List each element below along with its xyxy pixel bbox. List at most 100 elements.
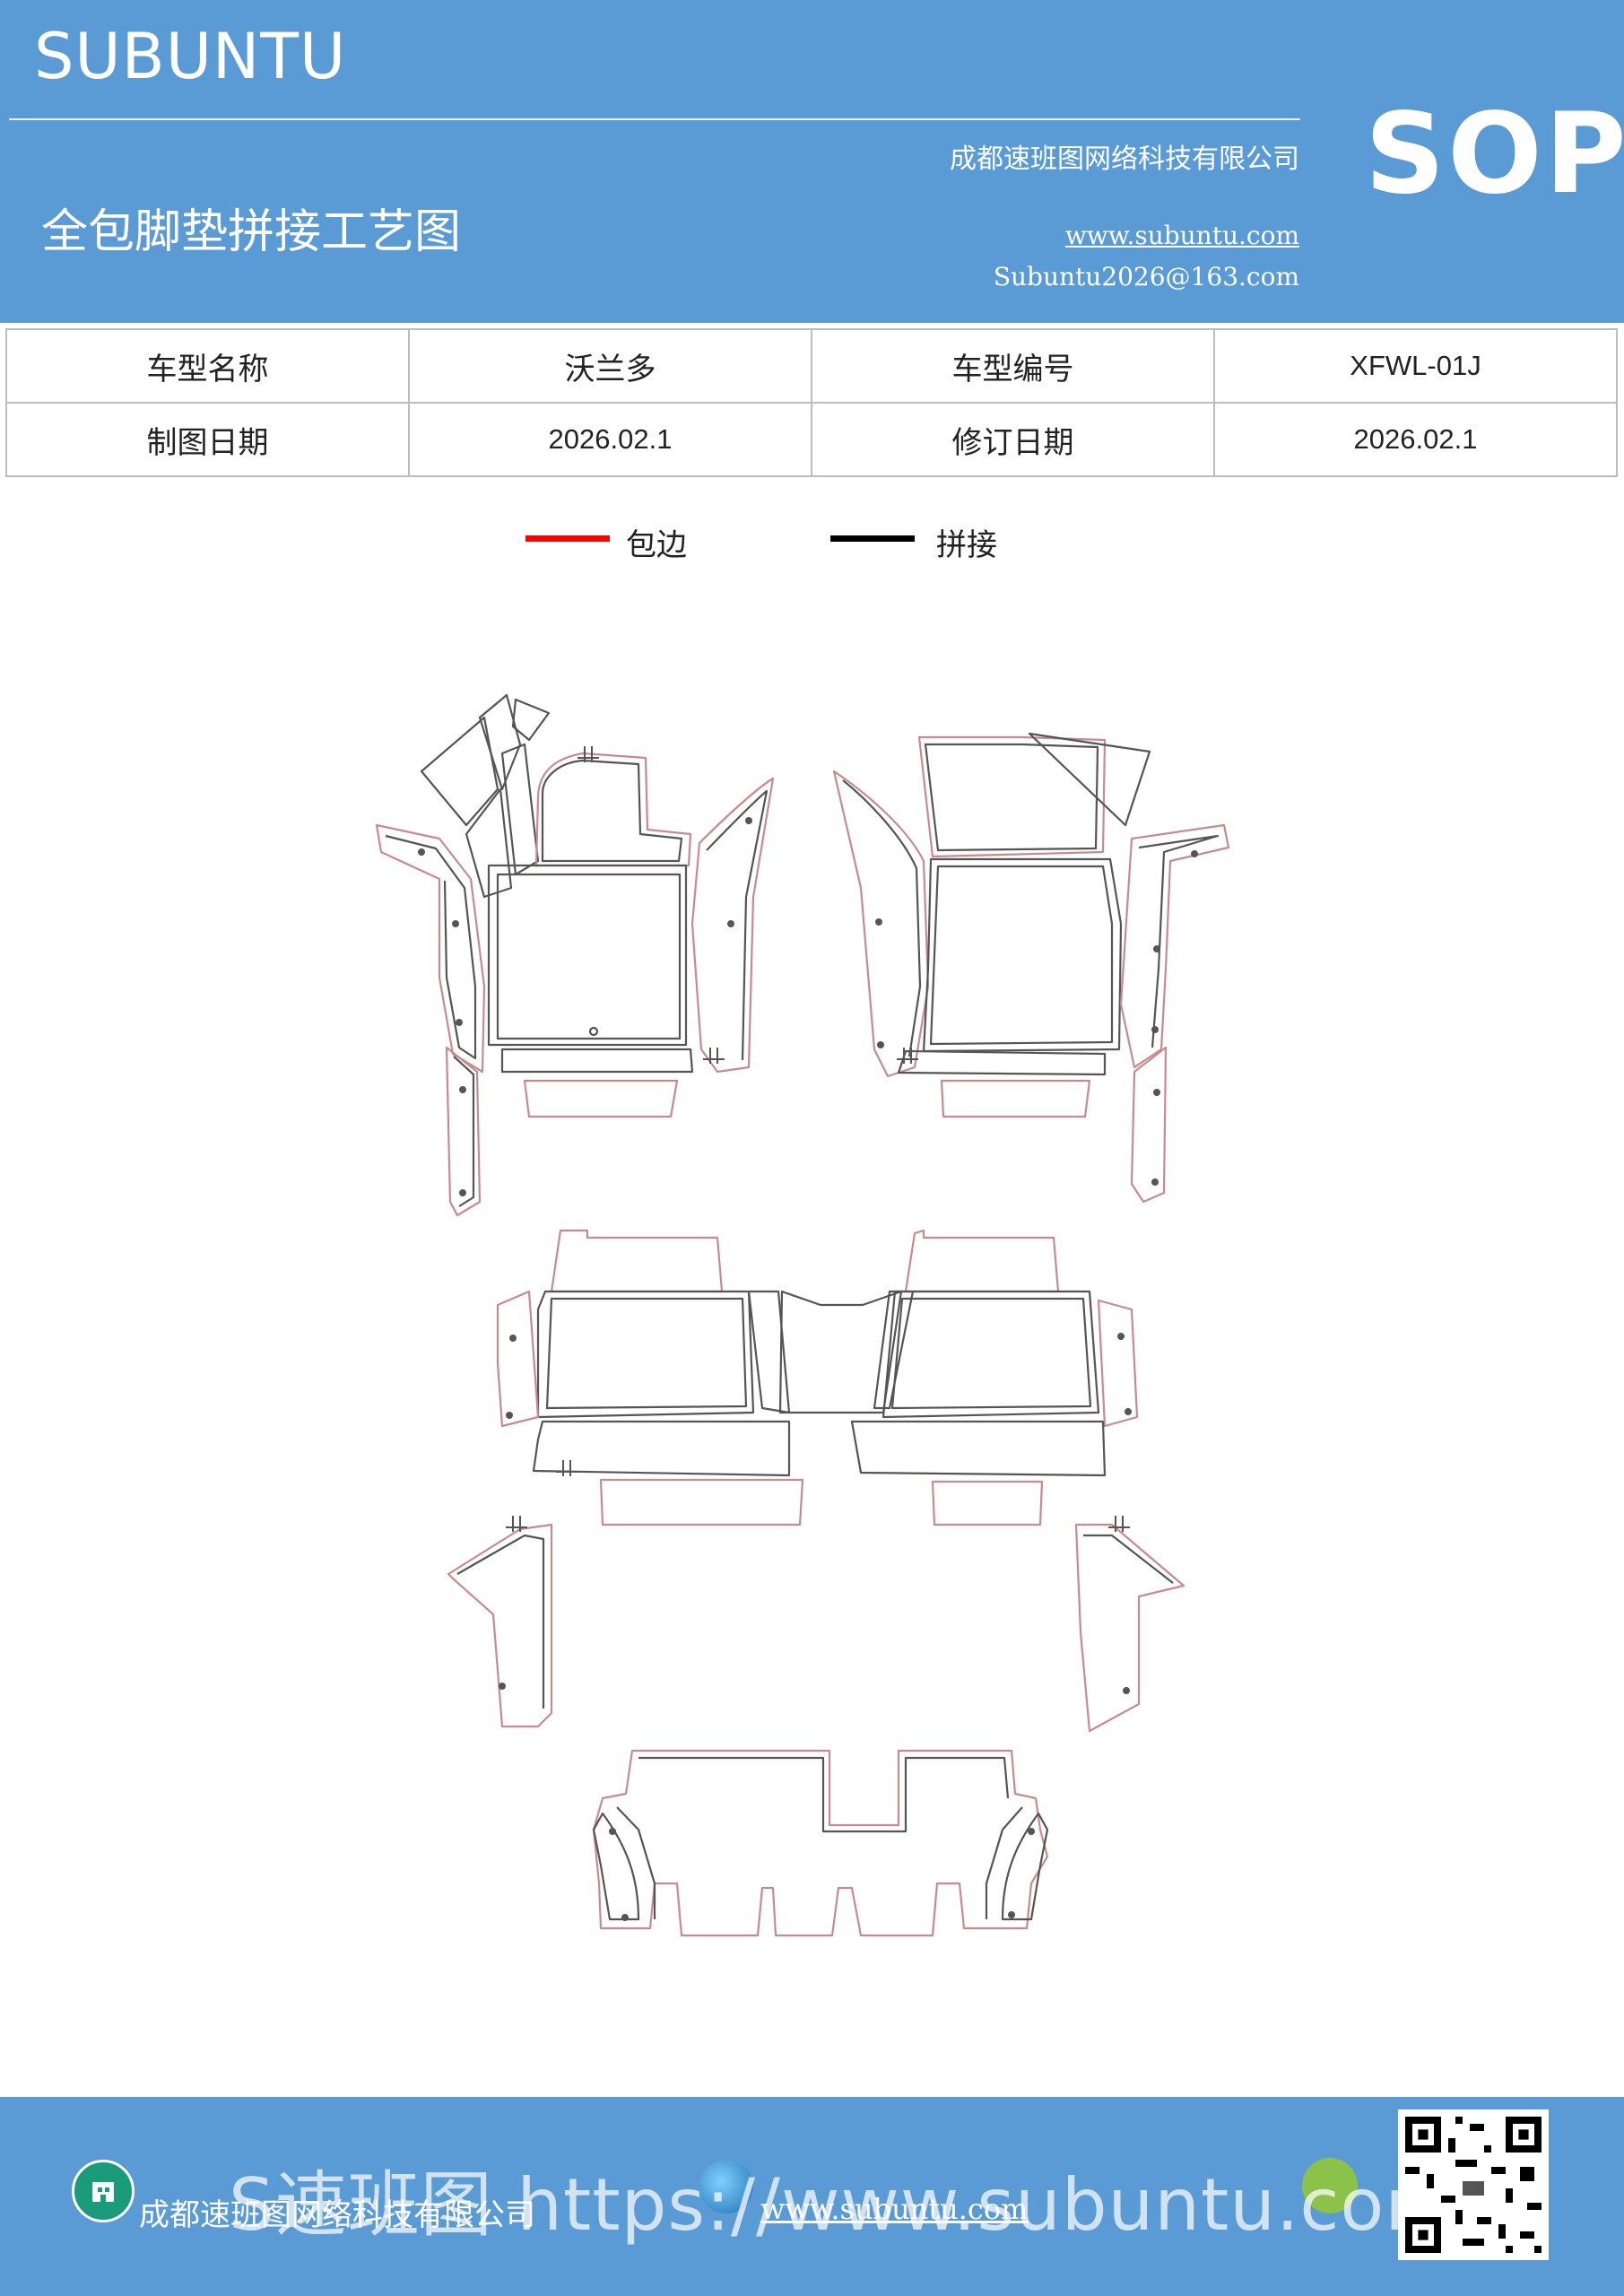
stop-marker — [1108, 1516, 1130, 1532]
fastener-dot — [1123, 1687, 1130, 1694]
front-left-footwell-edge — [534, 752, 692, 867]
stop-marker — [703, 1048, 725, 1064]
front-right-triangle — [1028, 732, 1151, 827]
middle-right-side-seam — [1083, 1534, 1174, 1584]
fastener-dot — [459, 1086, 466, 1093]
fastener-dot — [506, 1412, 513, 1419]
document-title: 全包脚垫拼接工艺图 — [41, 205, 462, 259]
front-left-side-panel — [375, 823, 486, 1074]
fastener-dot — [459, 1189, 466, 1196]
front-left-tunnel-side — [690, 777, 775, 1074]
middle-right-footwell — [904, 1229, 1060, 1293]
building-icon-glyph — [92, 2182, 114, 2202]
rear-mat-seam — [616, 1756, 1023, 1919]
middle-right-side-edge — [1097, 1299, 1139, 1428]
stop-marker — [506, 1516, 527, 1532]
label-model-name: 车型名称 — [5, 328, 410, 404]
fastener-dot — [877, 1041, 884, 1048]
rear-mat-outline — [592, 1749, 1049, 1937]
front-left-wedge-b — [478, 693, 522, 791]
legend-binding-swatch — [525, 535, 610, 542]
fastener-dot — [1151, 1178, 1159, 1186]
sop-badge: SOP — [1365, 90, 1624, 219]
wechat-icon — [1302, 2158, 1358, 2213]
front-left-footwell-seam — [541, 759, 683, 863]
front-left-mat-group — [375, 693, 775, 1217]
qr-code — [1398, 2109, 1549, 2260]
front-right-mat-group — [832, 732, 1230, 1204]
fastener-dot — [456, 1019, 463, 1026]
middle-left-side-seam — [456, 1534, 545, 1709]
fastener-dot — [875, 918, 882, 926]
value-model-name: 沃兰多 — [408, 328, 812, 404]
middle-right-side-panel — [1074, 1523, 1185, 1733]
front-left-mark-dot — [588, 1026, 599, 1037]
legend-binding-label: 包边 — [626, 527, 687, 563]
fastener-dot — [1153, 1089, 1160, 1096]
vehicle-info-table: 车型名称 沃兰多 车型编号 XFWL-01J 制图日期 2026.02.1 修订… — [5, 328, 1618, 477]
front-left-small-tab — [511, 698, 551, 742]
middle-left-side-edge — [496, 1290, 540, 1428]
middle-left-heel-pad — [599, 1478, 804, 1526]
building-icon — [72, 2160, 135, 2222]
middle-right-floor-inner — [890, 1297, 1092, 1410]
fastener-dot — [418, 848, 425, 856]
fastener-dot — [1125, 1408, 1132, 1415]
table-row: 制图日期 2026.02.1 修订日期 2026.02.1 — [5, 402, 1618, 477]
fastener-dot — [1008, 1911, 1015, 1918]
brand-name: SUBUNTU — [34, 20, 347, 93]
globe-icon — [699, 2160, 753, 2213]
middle-right-sill — [850, 1420, 1107, 1477]
value-draw-date: 2026.02.1 — [408, 402, 812, 477]
label-draw-date: 制图日期 — [5, 402, 410, 477]
footer-website-link[interactable]: www.subuntu.com — [760, 2192, 1029, 2226]
legend-seam-swatch — [830, 535, 915, 542]
website-link[interactable]: www.subuntu.com — [1064, 221, 1299, 250]
fastener-dot — [745, 817, 752, 824]
fastener-dot — [1153, 945, 1160, 952]
table-row: 车型名称 沃兰多 车型编号 XFWL-01J — [5, 328, 1618, 404]
fastener-dot — [621, 1914, 629, 1921]
middle-left-side-panel — [447, 1523, 553, 1728]
front-right-top-panel — [917, 735, 1107, 858]
qr-code-glyph — [1398, 2109, 1549, 2260]
company-name: 成都速班图网络科技有限公司 — [950, 144, 1299, 175]
fastener-dot — [452, 920, 459, 927]
front-left-wedge-c — [500, 743, 540, 876]
footer-watermark-overlay: S速班图 https://www.subuntu.com — [229, 2163, 1456, 2247]
middle-right-floor — [881, 1290, 1100, 1419]
front-left-heel-pad — [523, 1079, 679, 1118]
fastener-dot — [1151, 1026, 1159, 1033]
fastener-dot — [1117, 1333, 1125, 1340]
rear-right-arch — [1001, 1812, 1049, 1921]
fastener-dot — [499, 1683, 506, 1690]
header-divider — [9, 118, 1300, 120]
stop-marker — [897, 1048, 918, 1064]
value-model-code: XFWL-01J — [1213, 328, 1618, 404]
footer-company: 成都速班图网络科技有限公司 — [139, 2197, 535, 2233]
stop-marker — [578, 746, 599, 762]
front-left-side-seam — [385, 834, 477, 1060]
front-left-lower-strip — [445, 1046, 482, 1217]
header-banner: SUBUNTU 成都速班图网络科技有限公司 SOP 全包脚垫拼接工艺图 www.… — [0, 0, 1624, 323]
front-left-floor-main — [487, 864, 688, 1047]
legend: 包边 拼接 — [0, 520, 1624, 583]
front-right-floor-inner — [929, 865, 1114, 1046]
front-left-tunnel-seam — [706, 789, 769, 1061]
label-revision-date: 修订日期 — [811, 402, 1215, 477]
fastener-dot — [509, 1335, 517, 1342]
label-model-code: 车型编号 — [811, 328, 1215, 404]
fastener-dot — [727, 920, 734, 927]
value-revision-date: 2026.02.1 — [1213, 402, 1618, 477]
fastener-dot — [609, 1828, 616, 1835]
front-left-lower-strip-seam — [453, 1056, 475, 1207]
middle-row-mat-group — [447, 1229, 1185, 1733]
front-left-wedge-d — [465, 787, 513, 899]
middle-tunnel-side-left — [747, 1290, 791, 1414]
front-right-top-panel-seam — [924, 743, 1099, 852]
middle-left-sill — [532, 1420, 791, 1477]
stop-markers — [506, 746, 1130, 1532]
middle-left-floor — [536, 1290, 755, 1419]
middle-right-heel-pad — [931, 1480, 1044, 1526]
